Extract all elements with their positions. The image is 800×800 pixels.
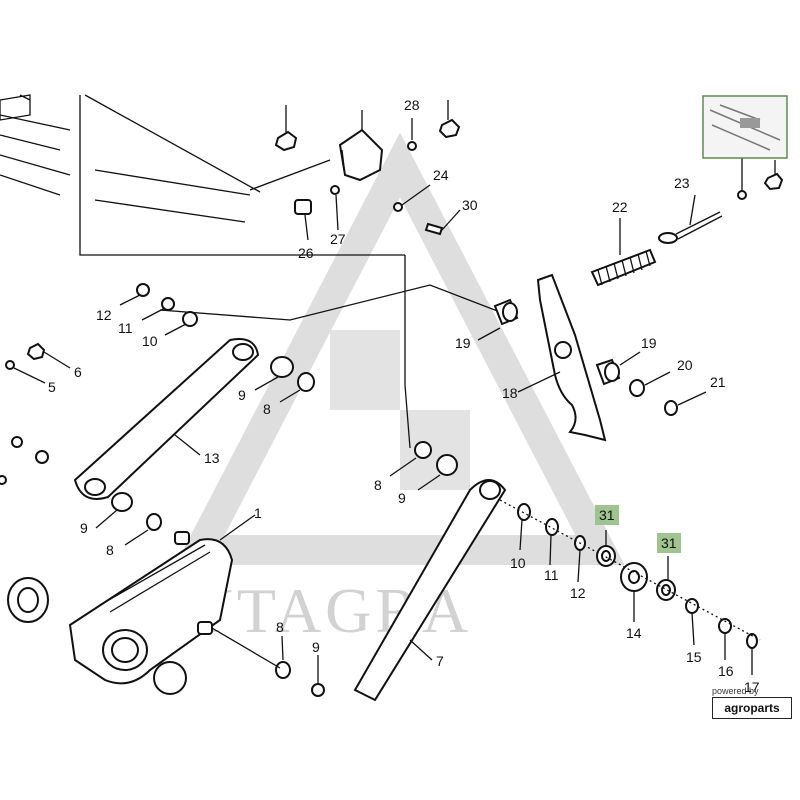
housing-1 — [7, 514, 325, 697]
powered-by-label: powered by — [712, 686, 759, 696]
label-21[interactable]: 21 — [710, 374, 726, 390]
label-8-bottom[interactable]: 8 — [276, 619, 284, 635]
label-1[interactable]: 1 — [254, 505, 262, 521]
label-9-center[interactable]: 9 — [398, 490, 406, 506]
label-28[interactable]: 28 — [404, 97, 420, 113]
label-23[interactable]: 23 — [674, 175, 690, 191]
label-9-upper[interactable]: 9 — [238, 387, 246, 403]
label-8-upper[interactable]: 8 — [263, 401, 271, 417]
label-27[interactable]: 27 — [330, 231, 346, 247]
bushing-group-b — [389, 441, 458, 491]
label-24[interactable]: 24 — [433, 167, 449, 183]
label-12-left[interactable]: 12 — [96, 307, 112, 323]
label-13[interactable]: 13 — [204, 450, 220, 466]
label-10-right[interactable]: 10 — [510, 555, 526, 571]
label-26[interactable]: 26 — [298, 245, 314, 261]
label-11-right[interactable]: 11 — [544, 567, 559, 583]
bushing-group-a — [95, 356, 315, 546]
bracket — [338, 110, 384, 182]
label-15[interactable]: 15 — [686, 649, 702, 665]
label-12-right[interactable]: 12 — [570, 585, 586, 601]
label-16[interactable]: 16 — [718, 663, 734, 679]
left-hardware — [0, 283, 198, 485]
label-19-left[interactable]: 19 — [455, 335, 471, 351]
label-9-lower[interactable]: 9 — [80, 520, 88, 536]
arm-7 — [353, 479, 507, 702]
label-22[interactable]: 22 — [612, 199, 628, 215]
label-31-a[interactable]: 31 — [599, 507, 615, 523]
label-18[interactable]: 18 — [502, 385, 518, 401]
top-hardware — [274, 100, 461, 241]
label-10-left[interactable]: 10 — [142, 333, 158, 349]
label-8-center[interactable]: 8 — [374, 477, 382, 493]
label-19-right[interactable]: 19 — [641, 335, 657, 351]
label-20[interactable]: 20 — [677, 357, 693, 373]
part-labels: 28 24 30 26 27 23 22 12 11 10 6 5 19 19 … — [48, 97, 760, 695]
label-30[interactable]: 30 — [462, 197, 478, 213]
highlight-31-a — [595, 505, 619, 525]
label-11-left[interactable]: 11 — [118, 320, 133, 336]
label-7[interactable]: 7 — [436, 653, 444, 669]
frame-lines — [0, 94, 411, 449]
link-rod — [159, 284, 501, 321]
label-31-b[interactable]: 31 — [661, 535, 677, 551]
spring-22 — [590, 218, 657, 287]
label-6[interactable]: 6 — [74, 364, 82, 380]
label-8-lower[interactable]: 8 — [106, 542, 114, 558]
lever-18 — [517, 273, 607, 442]
inset-thumbnail — [702, 95, 788, 159]
label-17[interactable]: 17 — [744, 679, 760, 695]
label-9-bottom[interactable]: 9 — [312, 639, 320, 655]
highlight-31-b — [657, 533, 681, 553]
agroparts-badge[interactable]: agroparts — [712, 697, 792, 719]
washer-stack — [499, 499, 761, 675]
label-14[interactable]: 14 — [626, 625, 642, 641]
rod-23 — [658, 158, 784, 244]
agroparts-brand: agroparts — [724, 701, 780, 715]
label-5[interactable]: 5 — [48, 379, 56, 395]
arm-13 — [73, 338, 260, 500]
pins-19-20-21 — [477, 298, 707, 416]
